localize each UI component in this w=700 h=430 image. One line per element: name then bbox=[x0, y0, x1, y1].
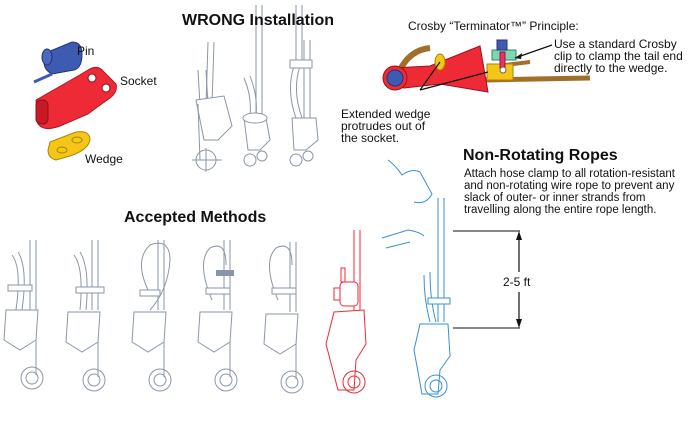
accepted-method-2 bbox=[65, 240, 106, 392]
terminator-title: Crosby “Terminator™” Principle: bbox=[408, 19, 579, 33]
clip-note-line: directly to the wedge. bbox=[554, 61, 668, 75]
pin-part bbox=[41, 41, 83, 75]
wedge-leader-line-2 bbox=[419, 71, 489, 91]
description-line: travelling along the entire rope length. bbox=[464, 204, 657, 216]
dimension-marker bbox=[453, 230, 522, 329]
description-line: slack of outer- or inner strands from bbox=[464, 192, 646, 204]
non-rotating-title: Non-Rotating Ropes bbox=[463, 147, 618, 164]
description-line: and non-rotating wire rope to prevent an… bbox=[464, 180, 675, 192]
clip-note-line: Use a standard Crosby bbox=[554, 37, 677, 51]
wrong-installation-sketch-1 bbox=[192, 41, 233, 172]
wedge-note-line: protrudes out of bbox=[341, 119, 426, 133]
wedge-note: Extended wedge protrudes out of the sock… bbox=[341, 108, 430, 144]
socket-label: Socket bbox=[120, 74, 157, 88]
clip-note: Use a standard Crosby clip to clamp the … bbox=[554, 38, 683, 74]
socket-part bbox=[35, 66, 117, 130]
accepted-method-3 bbox=[131, 240, 172, 392]
non-rotating-rope-sketch bbox=[381, 159, 451, 398]
wedge-note-line: Extended wedge bbox=[341, 107, 431, 121]
wedge-label: Wedge bbox=[85, 152, 123, 166]
accepted-method-4 bbox=[197, 240, 238, 392]
accepted-method-5 bbox=[263, 242, 304, 394]
dimension-label: 2-5 ft bbox=[502, 275, 532, 289]
cotter-pin-part bbox=[33, 72, 53, 84]
wedge-part bbox=[47, 131, 91, 161]
wrong-installation-sketch-2 bbox=[242, 5, 271, 167]
clip-note-line: clip to clamp the tail end bbox=[554, 49, 683, 63]
wedge-leader-line-1 bbox=[419, 61, 441, 91]
accepted-method-6-red bbox=[325, 230, 367, 394]
pin-label: Pin bbox=[77, 44, 95, 58]
clip-leader-arrowhead bbox=[515, 53, 522, 59]
wedge-note-line: the socket. bbox=[341, 131, 400, 145]
accepted-method-1 bbox=[3, 240, 44, 390]
terminator-illustration bbox=[382, 39, 591, 93]
non-rotating-description: Attach hose clamp to all rotation-resist… bbox=[464, 168, 675, 216]
wrong-installation-sketch-3 bbox=[289, 5, 319, 167]
wrong-installation-title: WRONG Installation bbox=[182, 12, 334, 29]
accepted-methods-title: Accepted Methods bbox=[124, 209, 267, 226]
description-line: Attach hose clamp to all rotation-resist… bbox=[464, 168, 675, 180]
